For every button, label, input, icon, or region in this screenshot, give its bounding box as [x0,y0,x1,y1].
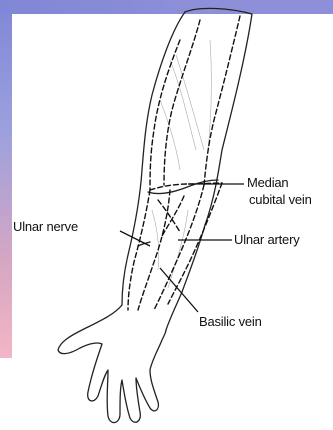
vessel-crossing-2 [162,196,184,236]
elbow-crease [148,180,218,194]
hand-outline [58,305,166,423]
label-ulnar-artery: Ulnar artery [234,232,300,248]
vessel-crossing-1 [158,200,180,232]
vessel-upper-mid [164,20,200,185]
label-ulnar-nerve: Ulnar nerve [13,219,78,235]
leader-basilic-vein [160,268,198,312]
label-median-cubital-vein-line1: Median [247,175,288,191]
label-median-cubital-vein-line2: cubital vein [249,192,312,208]
ulnar-artery [138,190,170,310]
basilic-vein [128,190,150,310]
leader-ulnar-nerve [120,231,150,246]
label-basilic-vein: Basilic vein [199,314,262,330]
arm-outline-inner [122,12,185,305]
